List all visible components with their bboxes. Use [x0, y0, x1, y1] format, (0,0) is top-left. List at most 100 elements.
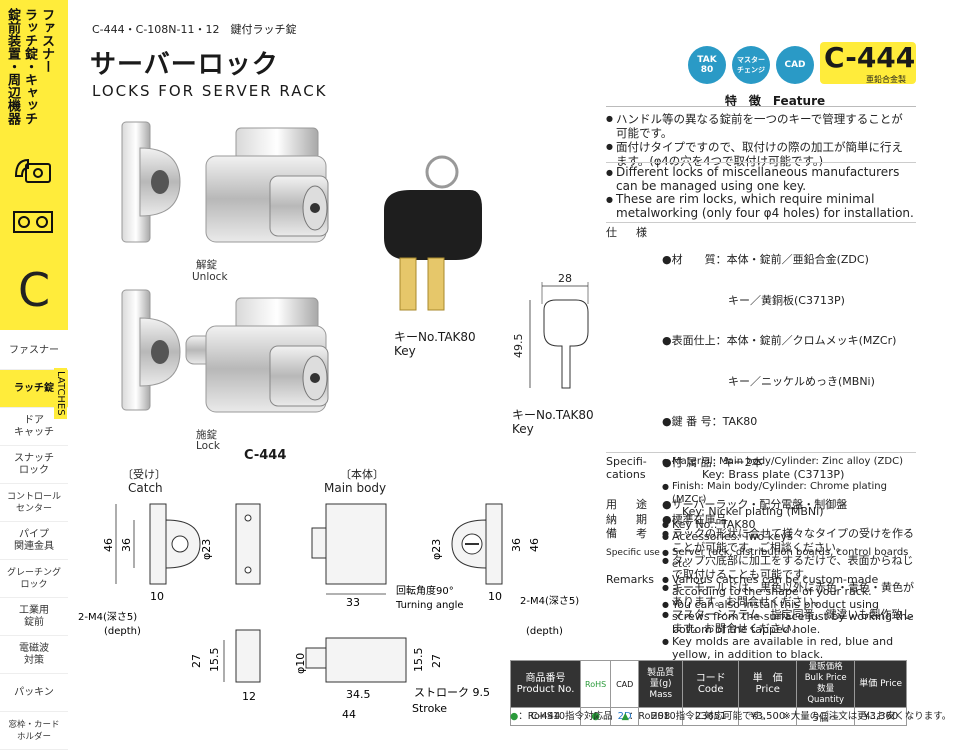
- catch-label-en: Catch: [128, 481, 163, 495]
- sidebar-item-control-center[interactable]: コントロール センター: [0, 484, 68, 522]
- master-change-badge-label: マスター チェンジ: [737, 56, 765, 74]
- dim-46-catch: 46: [102, 538, 115, 552]
- header-bulk-price: 単価 Price: [854, 660, 908, 708]
- feature-jp-2: 面付けタイプですので、取付けの際の加工が簡単に行えます。(φ4の穴を4つで取付け…: [606, 140, 914, 168]
- cell-cad[interactable]: 2D: [610, 707, 640, 726]
- remark-en: You can also install this product using …: [662, 598, 914, 637]
- price-table-header: 商品番号 Product No. RoHS CAD 製品質量(g) Mass コ…: [510, 660, 908, 708]
- dim-27-catch: 27: [190, 654, 203, 668]
- m4-label-left-en: (depth): [104, 626, 141, 637]
- spec-row: 仕 様 ●材 質：本体・錠前／亜鉛合金(ZDC) キー／黄銅板(C3713P) …: [606, 226, 914, 496]
- spec-en-line: Finish: Main body/Cylinder: Chrome plati…: [662, 481, 914, 506]
- dim-15-5-catch: 15.5: [208, 648, 221, 673]
- use-en-row: Specific use Server rack, distribution b…: [606, 547, 914, 572]
- use-label: 用 途: [606, 498, 651, 511]
- body-label-en: Main body: [324, 481, 386, 495]
- sidebar-item-snatch-lock[interactable]: スナッチ ロック: [0, 446, 68, 484]
- feature-en-1: Different locks of miscellaneous manufac…: [606, 165, 914, 193]
- dim-36-body: 36: [510, 538, 523, 552]
- spec-en-line: Accessories: Two keys: [662, 530, 914, 544]
- unlock-label-jp: 解錠: [196, 258, 217, 271]
- rohs-triangle-icon: ▲: [621, 711, 629, 722]
- master-change-badge: マスター チェンジ: [732, 46, 770, 84]
- remark-en: Key molds are available in red, blue and…: [662, 635, 914, 661]
- spec-line: ●表面仕上：本体・錠前／クロムメッキ(MZCr): [662, 334, 897, 347]
- cad-badge-label: CAD: [784, 60, 806, 70]
- spec-en-line: Key: Brass plate (C3713P): [702, 467, 845, 481]
- header-rohs: RoHS: [579, 660, 612, 708]
- key-photo-caption-en: Key: [394, 344, 416, 358]
- body-label-jp: 〔本体〕: [340, 467, 384, 481]
- dim-phi23-catch: φ23: [200, 539, 213, 560]
- sidebar-item-emi-shielding[interactable]: 電磁波 対策: [0, 636, 68, 674]
- catch-label-jp: 〔受け〕: [122, 468, 166, 481]
- series-code-line: C-444・C-108N-11・12 鍵付ラッチ錠: [92, 23, 297, 36]
- model-box: [820, 42, 916, 84]
- header-product-no: 商品番号 Product No.: [510, 660, 581, 708]
- photo-caption: C-444: [244, 448, 287, 463]
- key-drawing: 28 49.5: [512, 272, 589, 389]
- cad-badge[interactable]: CAD: [776, 46, 814, 84]
- footnote-bulk: ※大量のご注文は更にお安くなります。: [782, 711, 952, 722]
- dim-27-body: 27: [430, 654, 443, 668]
- sidebar-item-packing[interactable]: パッキン: [0, 674, 68, 712]
- rohs-dot-icon: ●: [591, 711, 600, 722]
- lock-label-jp: 施錠: [196, 428, 217, 441]
- spec-en-values: Material: Main body/Cylinder: Zinc alloy…: [662, 456, 914, 544]
- spec-en-label: Specifi- cations: [606, 455, 647, 481]
- header-bulk-quantity: 量販価格 Bulk Price 数量 Quantity: [796, 660, 856, 708]
- sidebar-menu: ファスナー ラッチ錠 ドア キャッチ スナッチ ロック コントロール センター …: [0, 332, 68, 750]
- catch-clip-icon: [13, 211, 53, 233]
- dim-33: 33: [346, 596, 360, 609]
- dim-46-body: 46: [528, 538, 541, 552]
- sidebar-item-industrial-lock[interactable]: 工業用 錠前: [0, 598, 68, 636]
- key-drawing-caption-en: Key: [512, 422, 534, 436]
- m4-label-right-en: (depth): [526, 626, 563, 637]
- tak80-badge: TAK 80: [688, 46, 726, 84]
- sidebar-title-line-2: ラッチ錠・キャッチ: [22, 8, 37, 125]
- table-row: C-444 ● 2D 208 23651 ¥3,500 5個〜 ¥3,360: [510, 707, 908, 726]
- footnote-rohs: ：RoHS10指令対応品: [518, 711, 613, 722]
- remarks-en-values: Various catches can be custom-made accor…: [662, 573, 914, 662]
- cell-bulk-price: ¥3,360: [854, 707, 908, 726]
- m4-label-right-jp: 2-M4(深さ5): [520, 595, 579, 607]
- features-jp: ハンドル等の異なる錠前を一つのキーで管理することが可能です。 面付けタイプですの…: [606, 112, 914, 168]
- page-title-en: LOCKS FOR SERVER RACK: [92, 82, 328, 100]
- sidebar-title-line-3: 錠前装置・周辺機器: [5, 8, 20, 125]
- header-code: コード Code: [682, 660, 740, 708]
- spec-en-row: Specifi- cations Material: Main body/Cyl…: [606, 455, 914, 544]
- sidebar-item-window-card-holder[interactable]: 窓枠・カード ホルダー: [0, 712, 68, 750]
- specs-en: Specifi- cations Material: Main body/Cyl…: [606, 455, 914, 662]
- feature-en-2: These are rim locks, which require minim…: [606, 192, 914, 220]
- dim-10-catch: 10: [150, 590, 164, 603]
- dim-15-5-body: 15.5: [412, 648, 425, 673]
- sidebar-item-grating-lock[interactable]: グレーチング ロック: [0, 560, 68, 598]
- dim-12: 12: [242, 690, 256, 703]
- spec-values: ●材 質：本体・錠前／亜鉛合金(ZDC) キー／黄銅板(C3713P) ●表面仕…: [662, 226, 914, 496]
- sidebar-title-line-1: ファスナー: [39, 8, 54, 73]
- stroke-label-en: Stroke: [412, 702, 447, 715]
- sidebar-item-pipe-fittings[interactable]: パイプ 関連金具: [0, 522, 68, 560]
- key-height-dim: 49.5: [512, 334, 525, 359]
- latch-lock-icon: [14, 158, 51, 183]
- feature-divider: [606, 106, 916, 107]
- header-price: 単 価 Price: [738, 660, 798, 708]
- price-table: 商品番号 Product No. RoHS CAD 製品質量(g) Mass コ…: [510, 660, 908, 726]
- key-width-dim: 28: [558, 272, 572, 285]
- spec-label: 仕 様: [606, 226, 651, 239]
- header-cad: CAD: [610, 660, 640, 708]
- use-en-label: Specific use: [606, 547, 660, 558]
- sidebar-item-door-catch[interactable]: ドア キャッチ: [0, 408, 68, 446]
- divider: [606, 162, 916, 163]
- lock-label-en: Lock: [196, 440, 220, 452]
- divider: [606, 222, 916, 223]
- sidebar-item-fastener[interactable]: ファスナー: [0, 332, 68, 370]
- feature-title: 特 徴 Feature: [724, 94, 826, 108]
- turning-angle-jp: 回転角度90°: [396, 584, 454, 597]
- spec-line: キー／ニッケルめっき(MBNi): [662, 374, 875, 388]
- dim-34-5: 34.5: [346, 688, 371, 701]
- spec-line: キー／黄銅板(C3713P): [662, 293, 845, 307]
- dim-10-body: 10: [488, 590, 502, 603]
- stroke-label-jp: ストローク 9.5: [414, 686, 490, 699]
- key-photo-caption-jp: キーNo.TAK80: [394, 330, 476, 344]
